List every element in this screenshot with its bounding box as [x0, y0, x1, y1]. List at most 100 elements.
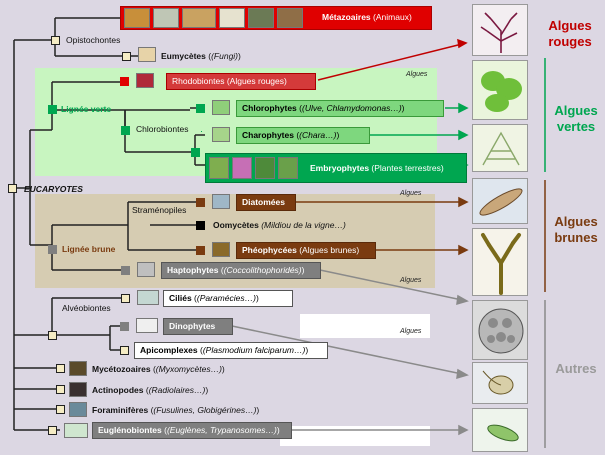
fungi-note: (Fungi): [211, 51, 239, 61]
embryo-thumbnail: [255, 157, 275, 179]
dino-node: [120, 322, 129, 331]
myceto-node: [56, 364, 65, 373]
dinoflagellate-icon: [482, 370, 514, 395]
side-rouges-line2: rouges: [548, 34, 592, 49]
eugleno-box: Euglénobiontes ((Euglènes, Trypanosomes……: [92, 422, 292, 439]
eugleno-node: [48, 426, 57, 435]
actino-name: Actinopodes: [92, 385, 144, 395]
chlorobiontes-label: Chlorobiontes: [136, 124, 189, 134]
diatomees-name: Diatomées: [242, 197, 285, 207]
lignee-brune-label: Lignée brune: [62, 244, 116, 254]
side-rouges-line1: Algues: [548, 18, 592, 33]
eucaryotes-label: EUCARYOTES: [24, 184, 83, 194]
embryo-thumbnail: [232, 157, 252, 179]
animal-thumbnail: [153, 8, 179, 28]
cilies-name: Ciliés: [169, 293, 192, 303]
forams-thumbnail: [69, 402, 87, 417]
chloro-box: Chlorophytes ((Ulve, Chlamydomonas…)): [236, 100, 444, 117]
euglena-photo: [472, 408, 528, 452]
apicomplexes-name: Apicomplexes: [140, 345, 198, 355]
hapto-note: (Coccolithophoridés): [223, 265, 302, 275]
rhodo-box: Rhodobiontes (Algues rouges): [166, 73, 316, 90]
algues-tag-green: Algues: [406, 71, 428, 78]
red-algae-photo: [472, 4, 528, 56]
brown-algae-photo: [472, 228, 528, 296]
euglena-icon: [487, 424, 519, 442]
diatom-icon: [479, 188, 523, 216]
hapto-name: Haptophytes: [167, 265, 219, 275]
actino-thumbnail: [69, 382, 87, 397]
pheo-node: [196, 246, 205, 255]
dino-box: Dinophytes: [163, 318, 233, 335]
embryo-thumbnail: [209, 157, 229, 179]
chloro-name: Chlorophytes: [242, 103, 297, 113]
pheo-note: (Algues brunes): [299, 245, 360, 255]
oomycetes-note: (Mildiou de la vigne…): [261, 220, 346, 230]
chlorobiontes-node: [121, 126, 130, 135]
diatomees-box: Diatomées: [236, 194, 296, 211]
forams-note: (Fusulines, Globigérines…): [153, 405, 257, 415]
side-brunes-line2: brunes: [554, 230, 598, 245]
algues-tag-brown: Algues: [400, 190, 422, 197]
charo-note: (Chara…): [299, 130, 337, 140]
ulva-icon: [481, 71, 522, 112]
rhodo-thumbnail: [136, 73, 154, 88]
fungi-node: [122, 52, 131, 61]
fungi-label: Eumycètes ((Fungi)): [161, 51, 241, 61]
pheo-name: Phéophycées: [242, 245, 297, 255]
animal-thumbnail: [277, 8, 303, 28]
embryo-name: Embryophytes: [310, 163, 370, 173]
forams-label: Foraminifères ((Fusulines, Globigérines……: [92, 405, 260, 415]
green-algae-photo-2: [472, 124, 528, 172]
red-algae-icon: [480, 12, 518, 53]
eugleno-note: (Euglènes, Trypanosomes…): [166, 425, 277, 435]
oomycetes-name: Oomycètes: [213, 220, 259, 230]
myceto-thumbnail: [69, 361, 87, 376]
charo-node: [191, 148, 200, 157]
fungi-thumbnail: [138, 47, 156, 62]
alveobiontes-label: Alvéobiontes: [62, 303, 111, 313]
algues-tag-dino: Algues: [400, 328, 422, 335]
chara-icon: [482, 131, 520, 166]
cilies-box: Ciliés ((Paramécies…)): [163, 290, 293, 307]
eucaryotes-node: [8, 184, 17, 193]
diatomees-node: [196, 198, 205, 207]
rhodo-node: [120, 77, 129, 86]
side-vertes-line2: vertes: [556, 119, 596, 134]
fucus-icon: [481, 233, 521, 295]
opisthokonta-label: Opistochontes: [66, 35, 121, 45]
pheo-box: Phéophycées (Algues brunes): [236, 242, 376, 259]
hapto-thumbnail: [137, 262, 155, 277]
coccolith-photo: [472, 300, 528, 360]
forams-node: [56, 405, 65, 414]
metazoa-label: Métazoaires (Animaux): [322, 12, 412, 23]
cilies-node: [121, 294, 130, 303]
algues-tag-hapto: Algues: [400, 277, 422, 284]
myceto-label: Mycétozoaires ((Myxomycètes…)): [92, 364, 225, 374]
animal-thumbnail: [124, 8, 150, 28]
apicomplexes-note: (Plasmodium falciparum…): [202, 345, 306, 355]
dinoflagellate-photo: [472, 362, 528, 404]
apicomplexes-box: Apicomplexes ((Plasmodium falciparum…)): [134, 342, 328, 359]
fungi-name: Eumycètes: [161, 51, 206, 61]
chloro-node: [196, 104, 205, 113]
metazoa-name: Métazoaires: [322, 12, 371, 22]
actino-label: Actinopodes ((Radiolaires…)): [92, 385, 209, 395]
charo-thumbnail: [212, 127, 230, 142]
animal-thumbnail: [182, 8, 216, 28]
dino-name: Dinophytes: [169, 321, 216, 331]
hapto-box: Haptophytes ((Coccolithophoridés)): [161, 262, 321, 279]
actino-note: (Radiolaires…): [148, 385, 206, 395]
charo-box: Charophytes ((Chara…)): [236, 127, 370, 144]
lignee-verte-node: [48, 105, 57, 114]
charo-name: Charophytes: [242, 130, 294, 140]
green-algae-photo-1: [472, 60, 528, 120]
cilies-note: (Paramécies…): [196, 293, 256, 303]
cilies-thumbnail: [137, 290, 159, 305]
chloro-note: (Ulve, Chlamydomonas…): [301, 103, 402, 113]
diatom-photo: [472, 178, 528, 224]
hapto-node: [121, 266, 130, 275]
